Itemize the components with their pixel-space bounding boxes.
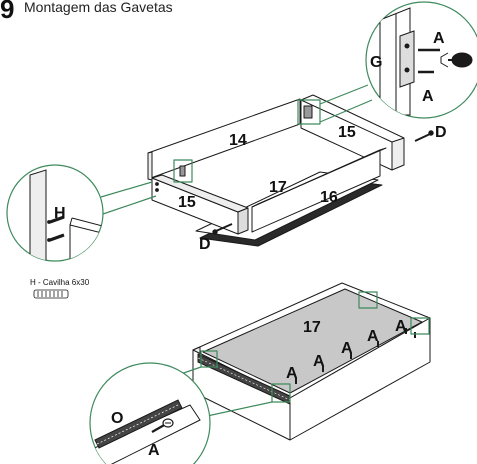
- label-16: 16: [320, 189, 338, 206]
- bottom-drawer-assembly: [192, 282, 431, 441]
- detail-circle-dowel: H: [6, 164, 157, 262]
- dowel-caption: H - Cavilha 6x30: [30, 278, 90, 287]
- label-14: 14: [229, 132, 247, 149]
- label-17-bottom: 17: [303, 319, 321, 336]
- label-a-detail: A: [148, 442, 160, 459]
- label-a-2: A: [313, 353, 325, 370]
- back-panel-14: [147, 98, 301, 180]
- bottom-panel-17-gray: [202, 288, 423, 394]
- dowel-symbol-icon: [33, 289, 69, 299]
- label-a-3: A: [341, 340, 353, 357]
- detail-circle-rail: O A: [89, 362, 273, 464]
- rail-o-icon: [94, 399, 183, 449]
- label-a-4: A: [367, 328, 379, 345]
- label-a-bottom: A: [422, 88, 434, 105]
- top-drawer-assembly: [147, 94, 434, 247]
- label-o: O: [111, 410, 123, 427]
- label-a-top: A: [433, 30, 445, 47]
- label-15-right: 15: [338, 124, 356, 141]
- label-h: H: [54, 205, 66, 222]
- label-d-right: D: [435, 124, 447, 141]
- label-g: G: [370, 54, 382, 71]
- screw-a-detail-icon: [151, 418, 174, 433]
- label-a-5: A: [395, 318, 407, 335]
- label-d-left: D: [199, 236, 211, 253]
- step-number: 9: [0, 0, 15, 24]
- label-15-left: 15: [178, 194, 196, 211]
- side-rail-icon: [197, 353, 291, 405]
- detail-circle-bracket: G A A: [319, 1, 477, 123]
- label-17: 17: [269, 179, 287, 196]
- bracket-g-icon: [399, 30, 415, 88]
- step-title: Montagem das Gavetas: [24, 0, 173, 15]
- screw-d-right-icon: [414, 130, 434, 142]
- dowel-icon: [49, 215, 65, 242]
- detail-marker-left: [173, 159, 193, 183]
- label-a-1: A: [286, 365, 298, 382]
- detail-marker-right: [297, 99, 321, 125]
- screw-d-left-icon: [212, 223, 233, 235]
- screwdriver-icon: [440, 52, 473, 68]
